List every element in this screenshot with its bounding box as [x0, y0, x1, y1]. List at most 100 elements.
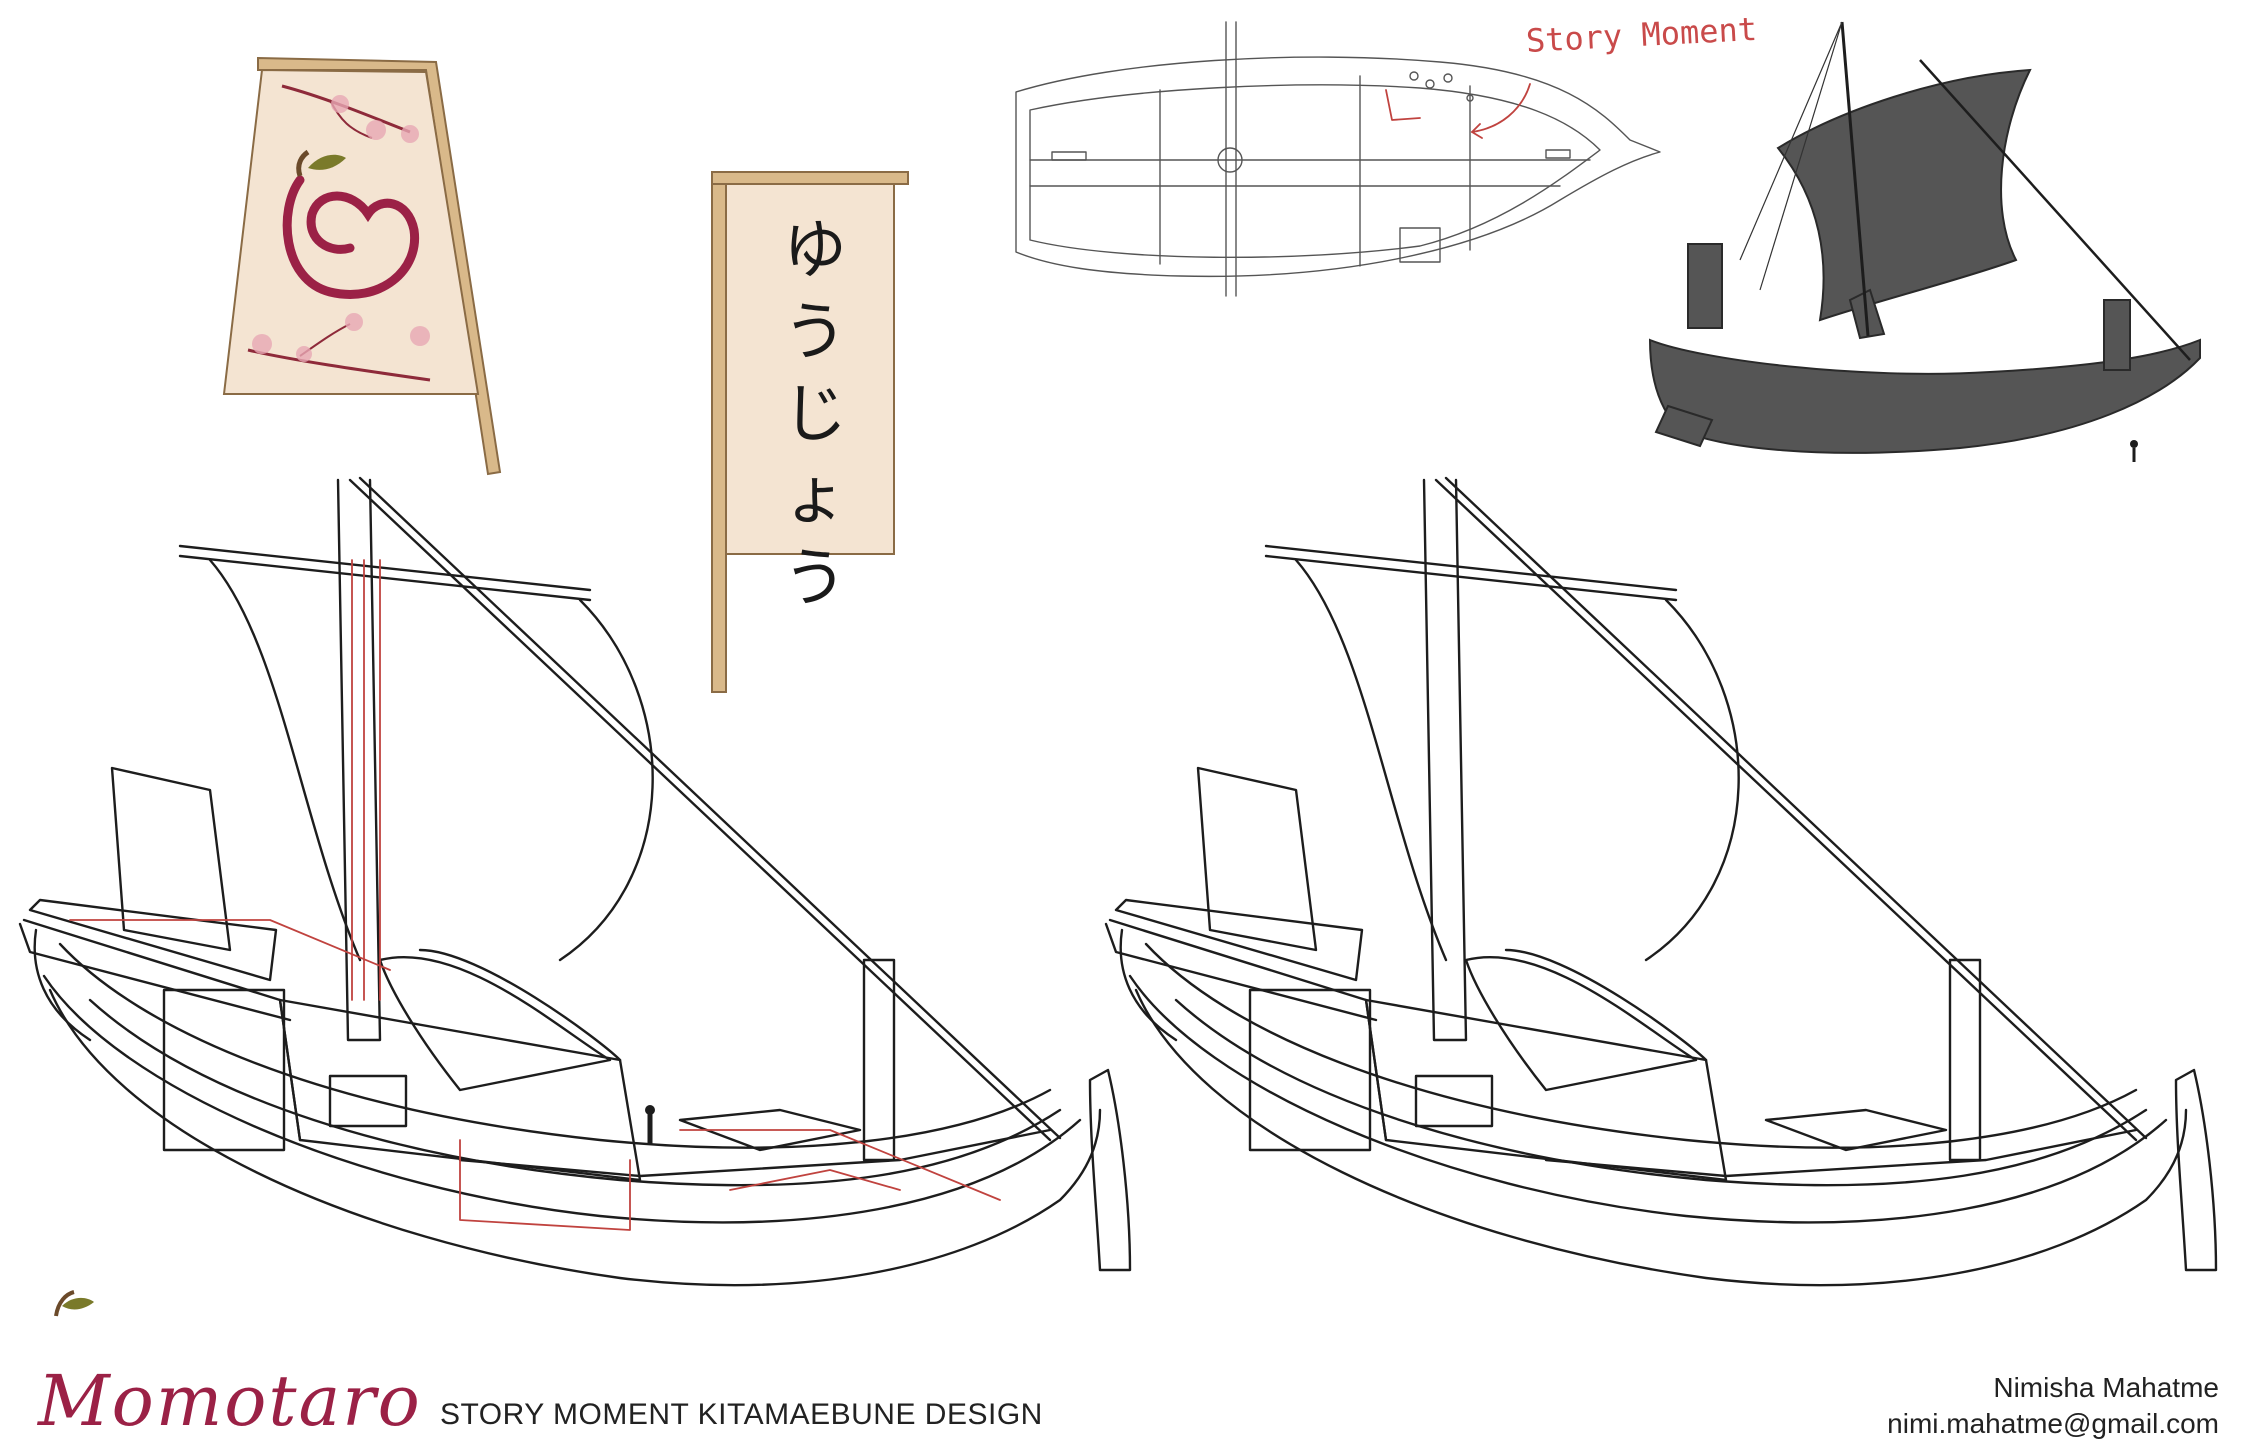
barrel-mark — [1409, 71, 1419, 81]
kana-char: じ — [783, 378, 847, 452]
hull-bottom — [1134, 988, 2188, 1287]
deck-line — [458, 1128, 1052, 1178]
main-mast — [1422, 478, 1468, 1042]
yard — [1264, 544, 1678, 592]
kana-char: う — [783, 296, 847, 370]
stern-rail — [1104, 922, 1378, 1022]
figure-icon — [645, 1105, 655, 1115]
silhouette-flag — [2103, 299, 2131, 371]
cabin-roof — [378, 956, 612, 1092]
author-name: Nimisha Mahatme — [1993, 1372, 2219, 1403]
deck-hatch — [1764, 1108, 1948, 1152]
overlay-line — [729, 1169, 901, 1191]
stern-deck — [28, 898, 278, 982]
peach-logo-icon — [282, 149, 420, 299]
overlay-line — [459, 1139, 631, 1231]
barrel-mark — [1466, 94, 1474, 102]
cabin-window — [328, 1074, 408, 1128]
bow-flag — [862, 958, 896, 1162]
bow-ornament — [1088, 1068, 1132, 1272]
stern — [1119, 928, 1178, 1042]
figure-icon — [2130, 440, 2138, 448]
rear-sail — [1196, 766, 1318, 952]
deck-hatch — [678, 1108, 862, 1152]
stern-rail — [18, 922, 292, 1022]
main-sail-left — [1294, 558, 1448, 962]
barrel-mark — [1425, 79, 1435, 89]
project-title: STORY MOMENT KITAMAEBUNE DESIGN — [440, 1398, 1043, 1431]
silhouette-rear-sail — [1687, 243, 1723, 329]
kana-char: ゆ — [783, 214, 847, 288]
main-sail-right — [1644, 598, 1740, 962]
flag-cloth — [222, 68, 480, 395]
overlay-line — [351, 559, 381, 1001]
brand-logo-text: Momotaro — [38, 1360, 422, 1442]
hull-plank — [1174, 998, 2148, 1187]
barrel-mark — [1443, 73, 1453, 83]
silhouette-rigging — [1759, 21, 1843, 291]
mast-base — [1217, 147, 1243, 173]
silhouette-rudder — [1654, 404, 1714, 448]
yard — [1264, 554, 1678, 602]
cherry-blossom-icon — [247, 84, 431, 382]
hull-plank — [58, 942, 1052, 1149]
yard — [178, 544, 592, 592]
author-email[interactable]: nimi.mahatme@gmail.com — [1887, 1408, 2219, 1439]
spar — [358, 476, 1062, 1140]
rear-sail — [110, 766, 232, 952]
cabin-roof — [1464, 956, 1698, 1092]
silhouette-main-sail — [1776, 68, 2032, 322]
hull-outline — [1015, 56, 1661, 278]
cabin-window — [1414, 1074, 1494, 1128]
main-mast — [336, 478, 382, 1042]
stern — [33, 928, 92, 1042]
bow-flag — [1948, 958, 1982, 1162]
spar — [1444, 476, 2148, 1140]
hatch — [1051, 151, 1087, 161]
annotation-arrowhead — [1471, 123, 1483, 139]
deck-line — [1544, 1128, 2138, 1178]
banner-kana-text: ゆ う じ ょ う — [770, 210, 860, 620]
hull-plank — [1128, 974, 2168, 1224]
silhouette-rigging — [1739, 21, 1843, 261]
cabin-roof-edge — [418, 948, 622, 1062]
main-sail-left — [208, 558, 362, 962]
flag-pole — [257, 56, 502, 476]
annotation-arrow — [1385, 89, 1421, 121]
overlay-line — [679, 1129, 1001, 1201]
bow-ornament — [2174, 1068, 2218, 1272]
hull-plank — [42, 974, 1082, 1224]
rudder-board — [162, 988, 286, 1152]
cabin-roof-edge — [1504, 948, 1708, 1062]
hull-plank — [1144, 942, 2138, 1149]
cabin-wall — [1364, 998, 1728, 1182]
overlay-line — [69, 919, 391, 971]
silhouette-mast — [1840, 21, 1870, 337]
deck-outline — [1029, 84, 1601, 259]
cabin-wall — [278, 998, 642, 1182]
main-sail-right — [558, 598, 654, 962]
banner-cloth — [725, 183, 895, 555]
hull-bottom — [48, 988, 1102, 1287]
kana-char: う — [783, 542, 847, 616]
hull-plank — [88, 998, 1062, 1187]
silhouette-yard — [1919, 59, 2191, 361]
spar — [1434, 478, 2138, 1142]
hatch — [1399, 227, 1441, 263]
spar — [348, 478, 1052, 1142]
peach-logo-icon — [54, 1290, 94, 1317]
kana-char: ょ — [783, 460, 847, 534]
rudder-board — [1248, 988, 1372, 1152]
story-moment-overlay — [69, 559, 1001, 1231]
yard — [178, 554, 592, 602]
annotation-arrow — [1471, 83, 1531, 133]
hatch — [1545, 149, 1571, 159]
